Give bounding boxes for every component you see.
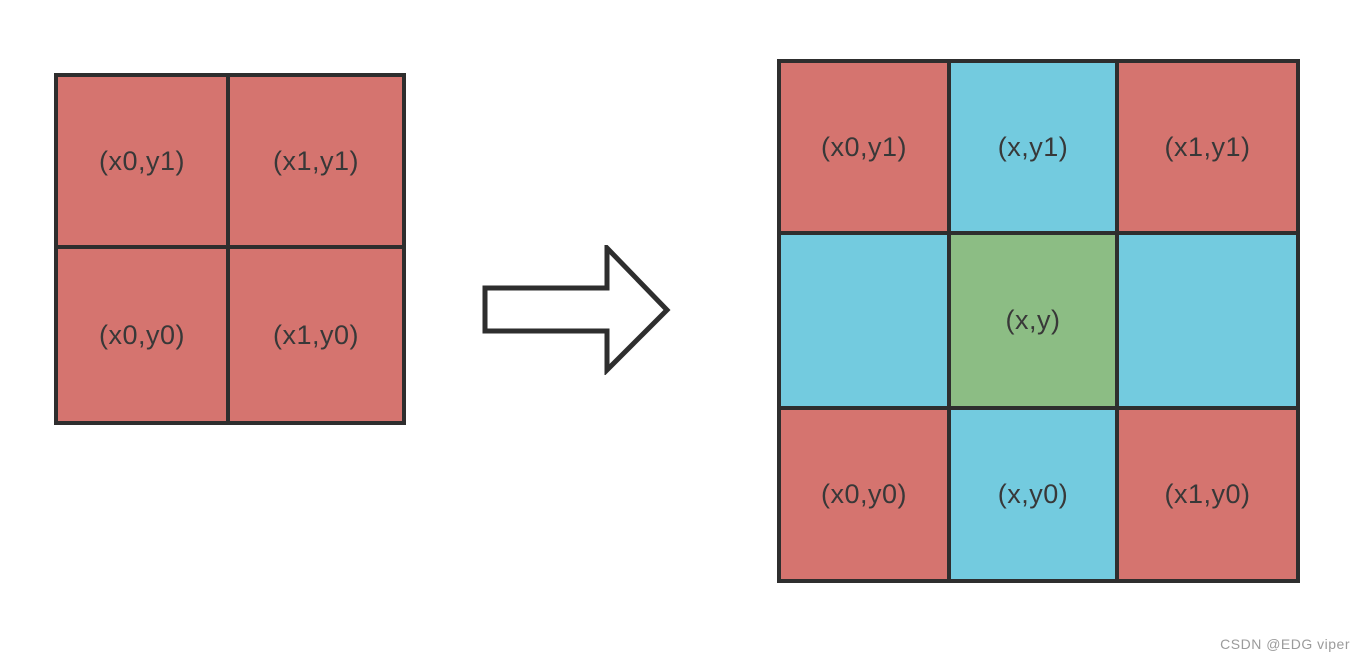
- grid-cell: (x1,y0): [230, 249, 402, 421]
- grid-cell: (x,y0): [951, 410, 1115, 579]
- right-arrow-icon: [482, 241, 671, 377]
- watermark-text: CSDN @EDG viper: [1220, 636, 1350, 652]
- grid-cell: (x1,y1): [230, 77, 402, 245]
- grid-cell: (x,y): [951, 235, 1115, 406]
- source-grid-2x2: (x0,y1) (x1,y1) (x0,y0) (x1,y0): [54, 73, 406, 425]
- grid-cell: (x0,y1): [781, 63, 947, 231]
- grid-cell: (x0,y1): [58, 77, 226, 245]
- grid-cell: [1119, 235, 1296, 406]
- grid-cell: (x0,y0): [58, 249, 226, 421]
- grid-cell: (x,y1): [951, 63, 1115, 231]
- grid-cell: (x0,y0): [781, 410, 947, 579]
- transform-arrow: [481, 241, 673, 377]
- grid-cell: (x1,y1): [1119, 63, 1296, 231]
- grid-cell: [781, 235, 947, 406]
- grid-cell: (x1,y0): [1119, 410, 1296, 579]
- interpolated-grid-3x3: (x0,y1) (x,y1) (x1,y1) (x,y) (x0,y0) (x,…: [777, 59, 1300, 583]
